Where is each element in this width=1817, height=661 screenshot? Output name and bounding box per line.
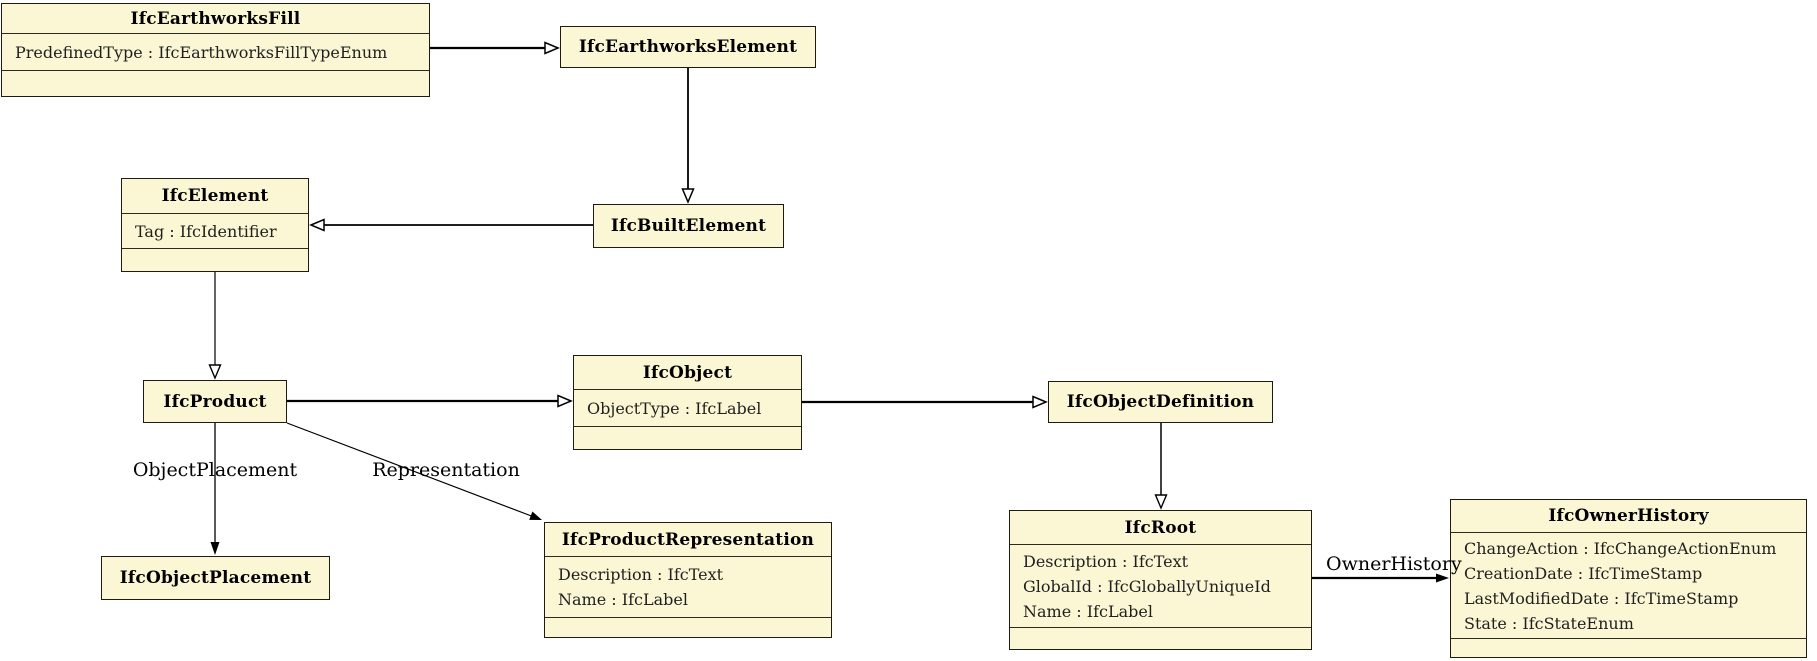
class-title: IfcRoot [1124, 517, 1197, 538]
association-edge-product-objectplacement [210, 423, 220, 555]
class-title: IfcObject [642, 362, 733, 383]
class-box-ifcearthworkselement[interactable]: IfcEarthworksElement [560, 26, 816, 68]
association-edge-root-ownerhistory [1312, 573, 1449, 583]
generalization-edge-objectdefinition-root [1154, 423, 1168, 510]
generalization-edge-earthworkselement-builtelement [681, 68, 695, 204]
class-box-ifcproduct[interactable]: IfcProduct [143, 380, 287, 423]
attribute-line: CreationDate : IfcTimeStamp [1464, 563, 1703, 583]
class-box-ifcroot[interactable]: IfcRoot Description : IfcText GlobalId :… [1009, 510, 1312, 650]
generalization-edge-builtelement-element [309, 218, 593, 232]
attribute-line: State : IfcStateEnum [1464, 613, 1634, 633]
edge-label-representation: Representation [372, 459, 520, 481]
class-box-ifcearthworksfill[interactable]: IfcEarthworksFill PredefinedType : IfcEa… [1, 3, 430, 97]
class-title: IfcObjectPlacement [119, 568, 312, 588]
association-edge-product-productrepresentation [286, 422, 542, 520]
class-attributes: ObjectType : IfcLabel [574, 389, 801, 427]
attribute-line: ChangeAction : IfcChangeActionEnum [1464, 538, 1777, 558]
class-empty-section [122, 249, 308, 271]
class-empty-section [545, 618, 831, 637]
class-box-ifcelement[interactable]: IfcElement Tag : IfcIdentifier [121, 178, 309, 272]
class-title: IfcElement [161, 186, 269, 206]
class-title: IfcObjectDefinition [1066, 392, 1255, 412]
class-box-ifcproductrepresentation[interactable]: IfcProductRepresentation Description : I… [544, 522, 832, 638]
class-title: IfcOwnerHistory [1548, 506, 1709, 526]
class-box-ifcobjectplacement[interactable]: IfcObjectPlacement [101, 556, 330, 600]
generalization-edge-object-objectdefinition [802, 395, 1048, 409]
attribute-line: Description : IfcText [558, 565, 724, 584]
attribute-line: LastModifiedDate : IfcTimeStamp [1464, 588, 1739, 608]
generalization-edge-earthworksfill-earthworkselement [430, 41, 560, 55]
class-attributes: Description : IfcText Name : IfcLabel [545, 556, 831, 618]
class-attributes: PredefinedType : IfcEarthworksFillTypeEn… [2, 33, 429, 71]
class-box-ifcownerhistory[interactable]: IfcOwnerHistory ChangeAction : IfcChange… [1450, 499, 1807, 658]
class-box-ifcobject[interactable]: IfcObject ObjectType : IfcLabel [573, 355, 802, 450]
class-attributes: Description : IfcText GlobalId : IfcGlob… [1010, 544, 1311, 628]
class-title: IfcEarthworksElement [578, 37, 798, 57]
attribute-line: Name : IfcLabel [558, 590, 688, 609]
class-title: IfcProductRepresentation [561, 529, 815, 550]
class-title: IfcBuiltElement [610, 216, 767, 236]
attribute-line: ObjectType : IfcLabel [587, 398, 762, 418]
class-box-ifcobjectdefinition[interactable]: IfcObjectDefinition [1048, 381, 1273, 423]
class-empty-section [1010, 628, 1311, 649]
attribute-line: PredefinedType : IfcEarthworksFillTypeEn… [15, 42, 388, 62]
edge-label-ownerhistory: OwnerHistory [1326, 553, 1462, 575]
attribute-line: Description : IfcText [1023, 551, 1189, 571]
class-attributes: ChangeAction : IfcChangeActionEnum Creat… [1451, 532, 1806, 639]
class-box-ifcbuiltelement[interactable]: IfcBuiltElement [593, 204, 784, 248]
class-attributes: Tag : IfcIdentifier [122, 213, 308, 249]
class-title: IfcEarthworksFill [130, 8, 301, 29]
class-empty-section [2, 71, 429, 96]
class-empty-section [1451, 639, 1806, 657]
attribute-line: GlobalId : IfcGloballyUniqueId [1023, 576, 1271, 596]
class-title: IfcProduct [163, 391, 267, 412]
class-empty-section [574, 427, 801, 449]
generalization-edge-product-object [287, 394, 573, 408]
attribute-line: Tag : IfcIdentifier [135, 221, 277, 241]
attribute-line: Name : IfcLabel [1023, 601, 1153, 621]
edge-label-objectplacement: ObjectPlacement [132, 459, 298, 481]
generalization-edge-element-product [208, 272, 222, 380]
